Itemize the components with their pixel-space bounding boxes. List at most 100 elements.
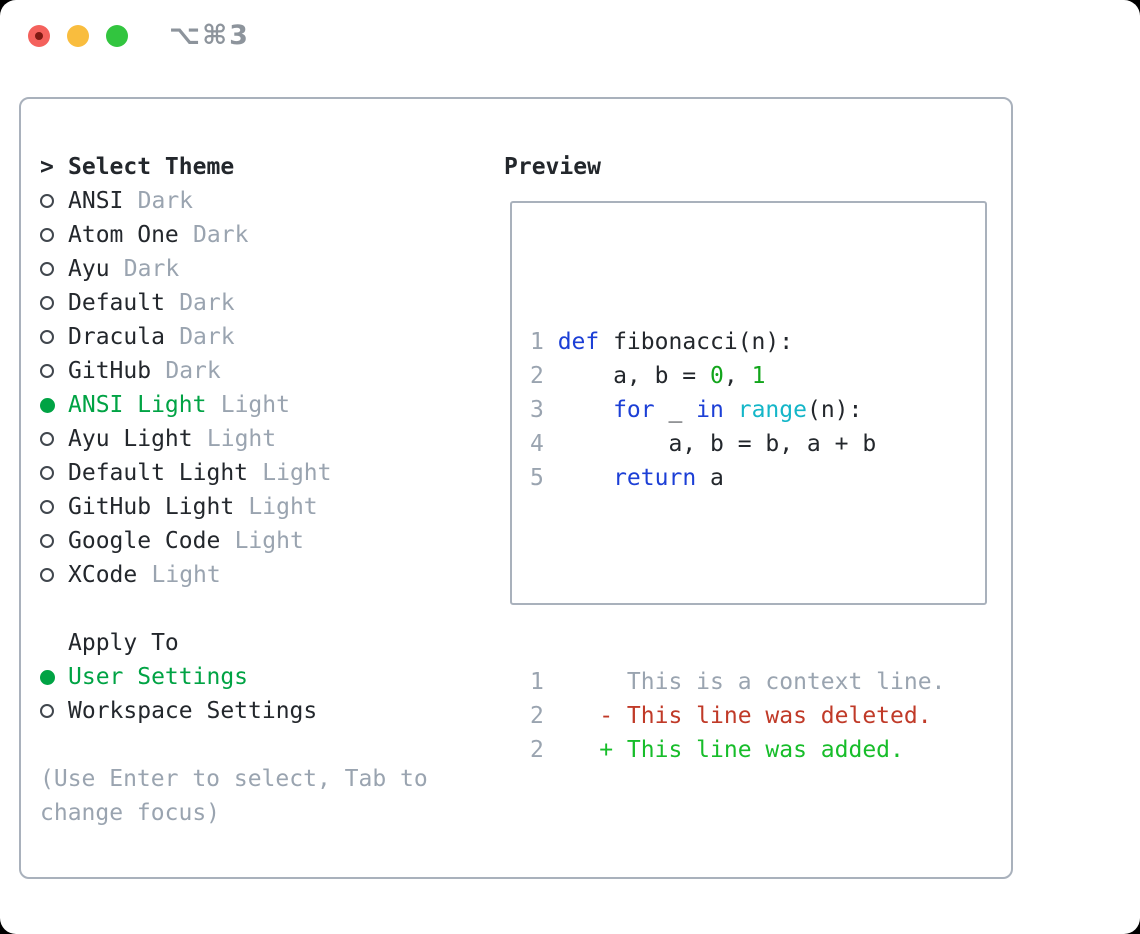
code-text: return a: [613, 465, 724, 491]
theme-variant: Dark: [179, 290, 235, 316]
radio-icon: [40, 704, 68, 718]
theme-option[interactable]: Atom One Dark: [40, 218, 482, 252]
apply-option-label: Workspace Settings: [68, 698, 318, 724]
theme-variant: Dark: [137, 188, 194, 214]
theme-name: XCode: [68, 562, 138, 588]
diff-text: - This line was deleted.: [557, 703, 932, 729]
radio-icon: [40, 228, 68, 242]
theme-option[interactable]: GitHub Dark: [40, 354, 482, 388]
theme-option[interactable]: Default Dark: [40, 286, 482, 320]
theme-variant: Light: [151, 562, 221, 588]
theme-name: Google Code: [68, 528, 221, 554]
line-number: 4: [530, 431, 544, 457]
theme-variant: Light: [234, 528, 304, 554]
line-number: 2: [530, 737, 544, 763]
apply-to-header: Apply To: [40, 626, 482, 660]
close-button[interactable]: [28, 25, 50, 47]
theme-name: Default Light: [68, 460, 249, 486]
minimize-button[interactable]: [67, 25, 89, 47]
code-text: a, b = b, a + b: [557, 431, 877, 457]
code-text: def fibonacci(n):: [557, 329, 794, 355]
theme-option[interactable]: XCode Light: [40, 558, 482, 592]
radio-icon: [40, 432, 68, 446]
theme-option[interactable]: Ayu Light Light: [40, 422, 482, 456]
keyboard-shortcut-label: ⌥⌘3: [169, 20, 250, 51]
spacer: [40, 592, 482, 626]
spacer: [40, 728, 482, 762]
diff-lines: 1 This is a context line.2 - This line w…: [530, 665, 979, 767]
close-dot-icon: [35, 32, 43, 40]
code-text: for _ in range(n):: [613, 397, 863, 423]
theme-option[interactable]: Dracula Dark: [40, 320, 482, 354]
theme-variant: Light: [262, 460, 332, 486]
diff-line: 1 This is a context line.: [530, 665, 979, 699]
theme-variant: Dark: [123, 256, 180, 282]
line-number: 1: [530, 329, 544, 355]
theme-variant: Light: [248, 494, 318, 520]
preview-title: Preview: [504, 154, 601, 180]
blank-line: [530, 563, 979, 597]
theme-variant: Light: [206, 426, 277, 452]
apply-to-label: Apply To: [68, 630, 179, 656]
radio-selected-icon: [40, 397, 68, 413]
radio-icon: [40, 262, 68, 276]
diff-line: 2 + This line was added.: [530, 733, 979, 767]
cursor-marker: >: [40, 154, 54, 180]
diff-text: + This line was added.: [557, 737, 904, 763]
theme-name: GitHub Light: [68, 494, 235, 520]
apply-option[interactable]: User Settings: [40, 660, 482, 694]
theme-option[interactable]: Ayu Dark: [40, 252, 482, 286]
titlebar: ⌥⌘3: [28, 20, 250, 51]
theme-name: Ayu Light: [68, 426, 193, 452]
line-number: 3: [530, 397, 544, 423]
zoom-button[interactable]: [106, 25, 128, 47]
code-line: 1 def fibonacci(n):: [530, 325, 979, 359]
select-theme-label: Select Theme: [68, 154, 235, 180]
theme-name: Atom One: [68, 222, 179, 248]
radio-icon: [40, 296, 68, 310]
hint-text: (Use Enter to select, Tab to change focu…: [40, 766, 428, 826]
theme-option[interactable]: GitHub Light Light: [40, 490, 482, 524]
theme-option[interactable]: ANSI Light Light: [40, 388, 482, 422]
theme-variant: Dark: [165, 358, 221, 384]
apply-option[interactable]: Workspace Settings: [40, 694, 482, 728]
theme-option[interactable]: Default Light Light: [40, 456, 482, 490]
diff-text: This is a context line.: [557, 669, 946, 695]
code-line: 2 a, b = 0, 1: [530, 359, 979, 393]
code-line: 4 a, b = b, a + b: [530, 427, 979, 461]
diff-line: 2 - This line was deleted.: [530, 699, 979, 733]
radio-icon: [40, 500, 68, 514]
theme-name: Dracula: [68, 324, 165, 350]
theme-name: GitHub: [68, 358, 152, 384]
code-text: a, b = 0, 1: [557, 363, 766, 389]
code-line: 3 for _ in range(n):: [530, 393, 979, 427]
code-line: 5 return a: [530, 461, 979, 495]
apply-option-label: User Settings: [68, 664, 249, 690]
theme-name: Default: [68, 290, 165, 316]
theme-option[interactable]: Google Code Light: [40, 524, 482, 558]
line-number: 2: [530, 363, 544, 389]
theme-name: ANSI Light: [68, 392, 207, 418]
theme-name: Ayu: [68, 256, 110, 282]
radio-icon: [40, 330, 68, 344]
line-number: 5: [530, 465, 544, 491]
line-number: 2: [530, 703, 544, 729]
radio-icon: [40, 568, 68, 582]
theme-variant: Dark: [179, 324, 235, 350]
radio-icon: [40, 194, 68, 208]
radio-icon: [40, 364, 68, 378]
radio-icon: [40, 534, 68, 548]
line-number: 1: [530, 669, 544, 695]
theme-variant: Dark: [193, 222, 249, 248]
theme-variant: Light: [220, 392, 290, 418]
radio-selected-icon: [40, 669, 68, 685]
